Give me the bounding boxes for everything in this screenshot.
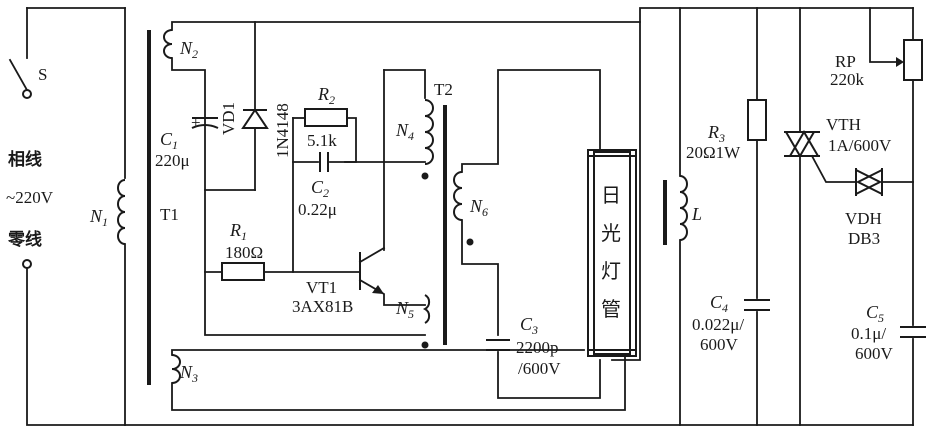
c5-label: C5: [866, 302, 884, 325]
vd1-diode: VD1 1N4148: [219, 21, 292, 191]
r1-value: 180Ω: [225, 243, 263, 262]
vd1-label: VD1: [219, 102, 238, 135]
vt1-label: VT1: [306, 278, 337, 297]
c1-value: 220μ: [155, 151, 190, 170]
t1-label: T1: [160, 205, 179, 224]
vd1-part: 1N4148: [273, 103, 292, 158]
c4-value1: 0.022μ/: [692, 315, 744, 334]
t1-winding-n3: N3: [171, 349, 626, 411]
right-rails: [124, 7, 914, 426]
c2-label: C2: [311, 177, 329, 200]
t2-label: T2: [434, 80, 453, 99]
vt1-part: 3AX81B: [292, 297, 353, 316]
t2-windings: T2 N4 N5 N6: [395, 69, 601, 349]
phase-label: 相线: [8, 149, 42, 170]
mains-input: S 相线 ~220V 零线: [6, 7, 126, 426]
lamp-char-1: 日: [601, 183, 621, 207]
c1-plus: +: [191, 113, 201, 132]
c3-value1: 2200p: [516, 338, 559, 357]
rp-value: 220k: [830, 70, 865, 89]
r2-value: 5.1k: [307, 131, 337, 150]
l-label: L: [691, 204, 702, 224]
c1-label: C1: [160, 129, 178, 152]
n2-label: N2: [179, 38, 198, 61]
c3-capacitor: C3 2200p /600V: [486, 314, 601, 399]
r3-value: 20Ω1W: [686, 143, 741, 162]
c2-value: 0.22μ: [298, 200, 337, 219]
l-inductor: L: [639, 7, 702, 426]
t1-primary: N1: [89, 7, 126, 426]
vdh-diac: VDH DB3: [845, 168, 914, 248]
c3-value2: /600V: [518, 359, 561, 378]
rp-label: RP: [835, 52, 856, 71]
vdh-label: VDH: [845, 209, 882, 228]
vth-rating: 1A/600V: [828, 136, 892, 155]
vdh-part: DB3: [848, 229, 880, 248]
lamp-char-4: 管: [601, 297, 621, 321]
r3-label: R3: [707, 122, 725, 145]
n1-label: N1: [89, 206, 108, 229]
vt1-transistor: VT1 3AX81B: [292, 246, 426, 316]
lamp-char-2: 光: [601, 221, 621, 245]
voltage-label: ~220V: [6, 188, 54, 207]
n4-label: N4: [395, 120, 414, 143]
n3-label: N3: [179, 362, 198, 385]
neutral-label: 零线: [7, 229, 42, 250]
c4-label: C4: [710, 292, 728, 315]
c4-value2: 600V: [700, 335, 739, 354]
vth-triac: VTH 1A/600V: [784, 7, 892, 426]
n6-label: N6: [469, 196, 488, 219]
fluorescent-lamp: 日 光 灯 管: [587, 149, 637, 357]
c5-value2: 600V: [855, 344, 894, 363]
n5-label: N5: [395, 298, 414, 321]
vth-label: VTH: [826, 115, 861, 134]
c5-value1: 0.1μ/: [851, 324, 886, 343]
lamp-char-3: 灯: [601, 259, 621, 283]
r3-c4-branch: R3 20Ω1W C4 0.022μ/ 600V: [686, 7, 770, 426]
oscillator-network: R2 5.1k C2 0.22μ R1 180Ω: [204, 69, 426, 336]
rp-potentiometer: RP 220k: [830, 7, 923, 326]
r2-label: R2: [317, 84, 335, 107]
c3-label: C3: [520, 314, 538, 337]
c5-capacitor: C5 0.1μ/ 600V: [851, 302, 926, 426]
c1-capacitor: C1 + 220μ: [155, 113, 219, 170]
switch-label: S: [38, 65, 47, 84]
r1-label: R1: [229, 220, 247, 243]
